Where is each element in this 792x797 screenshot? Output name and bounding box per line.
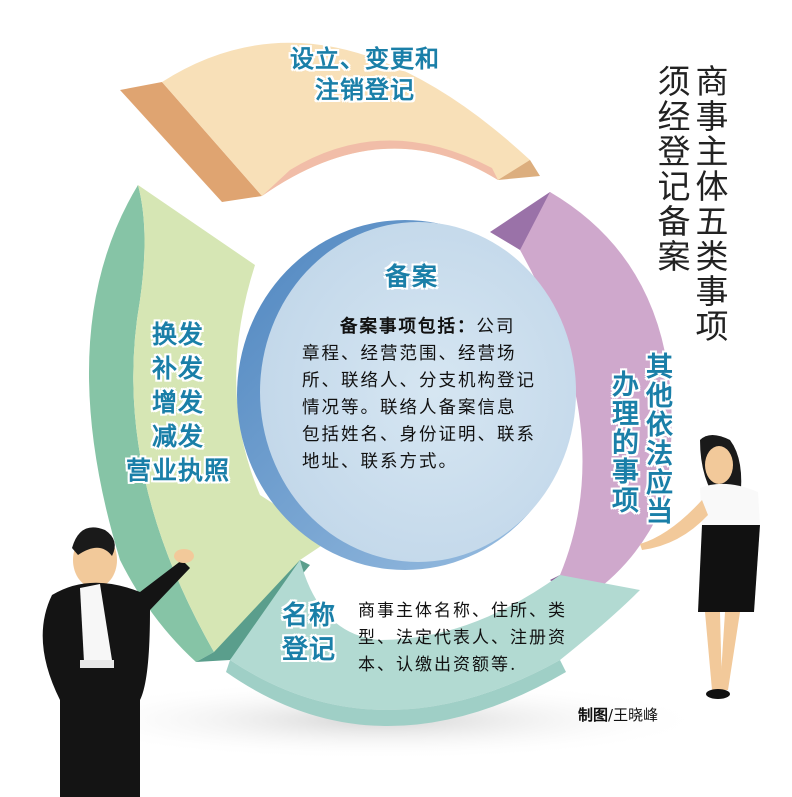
segment-bottom-body-line: 型、法定代表人、注册资 [358,628,567,648]
segment-left-shape [88,185,330,662]
center-body: 备案事项包括：公司 章程、经营范围、经营场 所、联络人、分支机构登记 情况等。联… [302,314,554,476]
segment-left-label: 换发 补发 增发 减发 营业执照 [108,318,248,488]
credit-label: 制图 [578,706,609,724]
center-body-line: 备案事项包括：公司 [302,314,554,341]
center-title: 备案 [384,262,439,291]
segment-bottom-shape [226,560,640,726]
main-title-column-1: 商事主体五类事项 [690,64,729,344]
segment-right-column-2: 办理的事项 [607,370,638,515]
businesswoman-figure [640,435,760,699]
center-body-line: 所、联络人、分支机构登记 [302,371,536,391]
center-circle-shape [237,220,576,570]
segment-bottom-body-line: 本、认缴出资额等. [358,655,518,675]
segment-bottom-body: 商事主体名称、住所、类 型、法定代表人、注册资 本、认缴出资额等. [358,598,598,679]
center-body-line: 地址、联系方式。 [302,452,458,472]
segment-top-shape [120,42,540,202]
main-title-column-2: 须经登记备案 [652,64,691,274]
center-body-line: 章程、经营范围、经营场 [302,344,517,364]
center-lead: 备案事项包括： [340,317,477,337]
center-body-text: 公司 [476,317,516,337]
segment-left-line: 增发 [151,388,204,417]
segment-bottom-label: 名称 登记 [282,599,352,667]
segment-bottom-label-line: 名称 [282,601,337,631]
segment-left-line: 补发 [151,354,204,383]
credit-author: /王晓峰 [608,706,659,724]
segment-left-line: 换发 [151,320,204,349]
center-body-line: 情况等。联络人备案信息 [302,398,517,418]
segment-left-line: 营业执照 [125,456,230,485]
credit: 制图/王晓峰 [578,704,658,725]
segment-top-line: 注销登记 [315,76,415,104]
segment-bottom-body-line: 商事主体名称、住所、类 [358,601,567,621]
center-body-line: 包括姓名、身份证明、联系 [302,425,536,445]
segment-right-column-1: 其他依法应当 [641,352,672,526]
segment-top-label: 设立、变更和 注销登记 [270,44,460,106]
segment-top-line: 设立、变更和 [290,45,440,73]
segment-bottom-label-line: 登记 [282,635,337,665]
businessman-figure [42,527,194,797]
segment-left-line: 减发 [151,422,204,451]
